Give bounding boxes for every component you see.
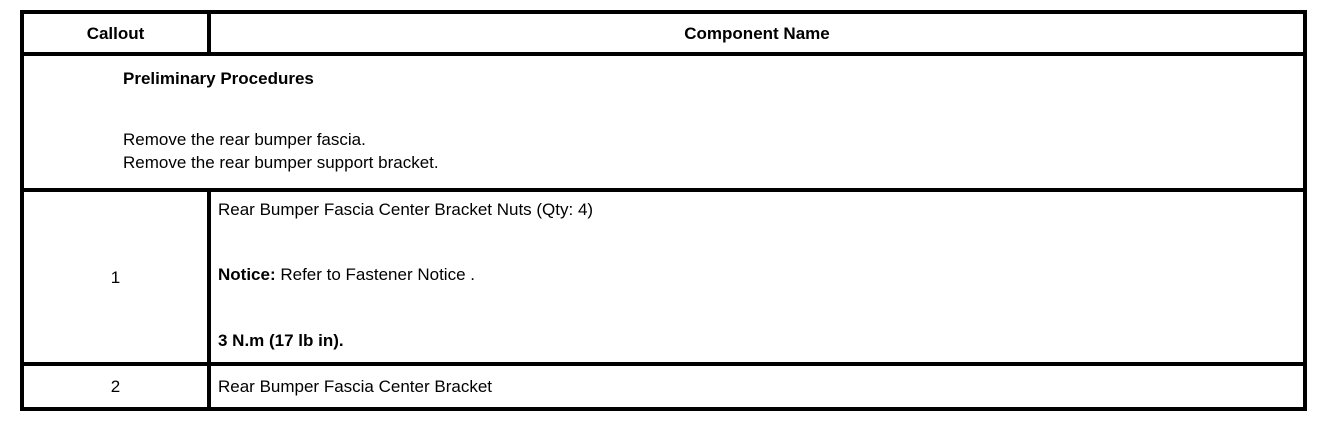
preliminary-step: Remove the rear bumper fascia. [123, 130, 366, 149]
callout-number: 1 [20, 188, 211, 366]
header-cell-component-name: Component Name [207, 10, 1307, 56]
component-cell: Rear Bumper Fascia Center Bracket Nuts (… [207, 188, 1307, 366]
component-name: Rear Bumper Fascia Center Bracket Nuts (… [218, 199, 594, 219]
notice-label: Notice: [218, 264, 276, 284]
notice-text: Refer to Fastener Notice . [275, 264, 475, 284]
preliminary-procedures-cell: Preliminary Procedures Remove the rear b… [20, 52, 1307, 192]
table-row: 2 Rear Bumper Fascia Center Bracket [20, 362, 1307, 411]
notice-line: Notice: Refer to Fastener Notice . [218, 263, 1293, 286]
preliminary-procedures-row: Preliminary Procedures Remove the rear b… [20, 52, 1307, 192]
component-callout-table: Callout Component Name Preliminary Proce… [20, 10, 1307, 411]
table-row: 1 Rear Bumper Fascia Center Bracket Nuts… [20, 188, 1307, 366]
header-cell-callout: Callout [20, 10, 211, 56]
preliminary-procedures-title: Preliminary Procedures [123, 69, 314, 88]
preliminary-steps: Remove the rear bumper fascia. Remove th… [123, 128, 1293, 174]
callout-number: 2 [20, 362, 211, 411]
table-header-row: Callout Component Name [20, 10, 1307, 56]
component-name: Rear Bumper Fascia Center Bracket [207, 362, 1307, 411]
torque-spec: 3 N.m (17 lb in). [218, 330, 344, 350]
preliminary-step: Remove the rear bumper support bracket. [123, 153, 439, 172]
